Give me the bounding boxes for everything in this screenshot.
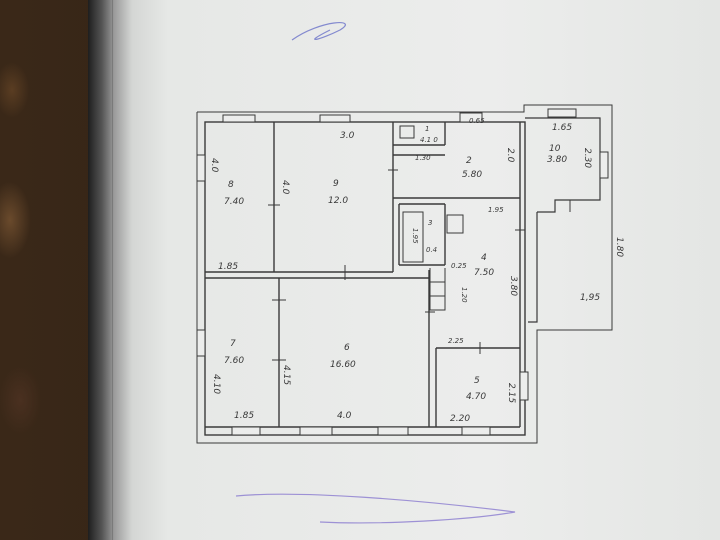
interior-walls	[205, 122, 521, 428]
window-left-8	[196, 154, 206, 182]
room-number: 8	[228, 180, 234, 190]
dimension-label: 4.0	[209, 158, 219, 173]
dimension-labels: 3.0 0.65 1.65 4.0 4.0 1.30 2.0 2.30 1.95…	[209, 117, 624, 424]
room-area: 0.4	[426, 246, 437, 254]
dimension-label: 2.30	[582, 148, 592, 168]
dimension-label: 2.20	[450, 414, 470, 424]
room-labels: 8 7.40 9 12.0 1 4.1 0 2 5.80 10 3.80 3 0…	[224, 125, 567, 402]
window-right-5	[519, 371, 529, 401]
window-bottom-7	[231, 426, 261, 436]
window-left-7	[196, 329, 206, 357]
room-area: 7.50	[474, 268, 494, 278]
dimension-label: 1.80	[614, 237, 624, 257]
dimension-label: 1.95	[411, 228, 419, 244]
window-top-8	[222, 114, 256, 123]
dimension-label: 1.85	[234, 411, 254, 421]
window-bottom-6b	[377, 426, 409, 436]
dimension-label: 1.95	[488, 206, 504, 214]
stove	[399, 125, 464, 263]
room-number: 3	[428, 219, 432, 227]
pen-scribble-bottom	[235, 493, 516, 524]
room-number: 6	[344, 343, 350, 353]
dimension-label: 2.25	[448, 337, 464, 345]
dimension-label: 4.0	[337, 411, 352, 421]
room-area: 4.70	[466, 392, 486, 402]
room-area: 3.80	[547, 155, 567, 165]
outer-walls	[196, 104, 613, 444]
window-top-2	[459, 112, 483, 123]
room-number: 4	[481, 253, 487, 263]
dimension-label: 1,95	[580, 293, 600, 303]
room-number: 5	[474, 376, 480, 386]
stairs	[429, 268, 446, 311]
dimension-label: 1.30	[415, 154, 431, 162]
dimension-label: 4.15	[281, 365, 291, 385]
room-number: 7	[230, 339, 236, 349]
dimension-label: 4.0	[280, 180, 290, 195]
window-bottom-6a	[299, 426, 333, 436]
window-right-10	[599, 151, 609, 179]
window-top-10	[547, 108, 577, 118]
room-area: 16.60	[330, 360, 356, 370]
room-area: 7.60	[224, 356, 244, 366]
door-marks	[268, 169, 571, 361]
room-number: 1	[425, 125, 429, 133]
dimension-label: 2.15	[506, 383, 516, 403]
dimension-label: 1.65	[552, 123, 572, 133]
dimension-label: 0.25	[451, 262, 467, 270]
dimension-label: 0.65	[469, 117, 485, 125]
room-area: 12.0	[328, 196, 348, 206]
window-bottom-5	[461, 426, 491, 436]
paper-sheet	[88, 0, 720, 540]
dimension-label: 3.0	[340, 131, 355, 141]
room-area: 5.80	[462, 170, 482, 180]
pen-scribble-top	[291, 21, 346, 41]
room-number: 10	[549, 144, 561, 154]
windows	[196, 108, 609, 436]
room-number: 9	[333, 179, 339, 189]
window-top-9	[319, 114, 351, 123]
room-area: 7.40	[224, 197, 244, 207]
dimension-label: 4.10	[211, 374, 221, 394]
room-area: 4.1 0	[420, 136, 438, 144]
dimension-label: 2.0	[505, 148, 515, 163]
dimension-label: 3.80	[508, 276, 518, 296]
dimension-label: 1.20	[460, 287, 468, 303]
dimension-label: 1.85	[218, 262, 238, 272]
room-number: 2	[466, 156, 472, 166]
